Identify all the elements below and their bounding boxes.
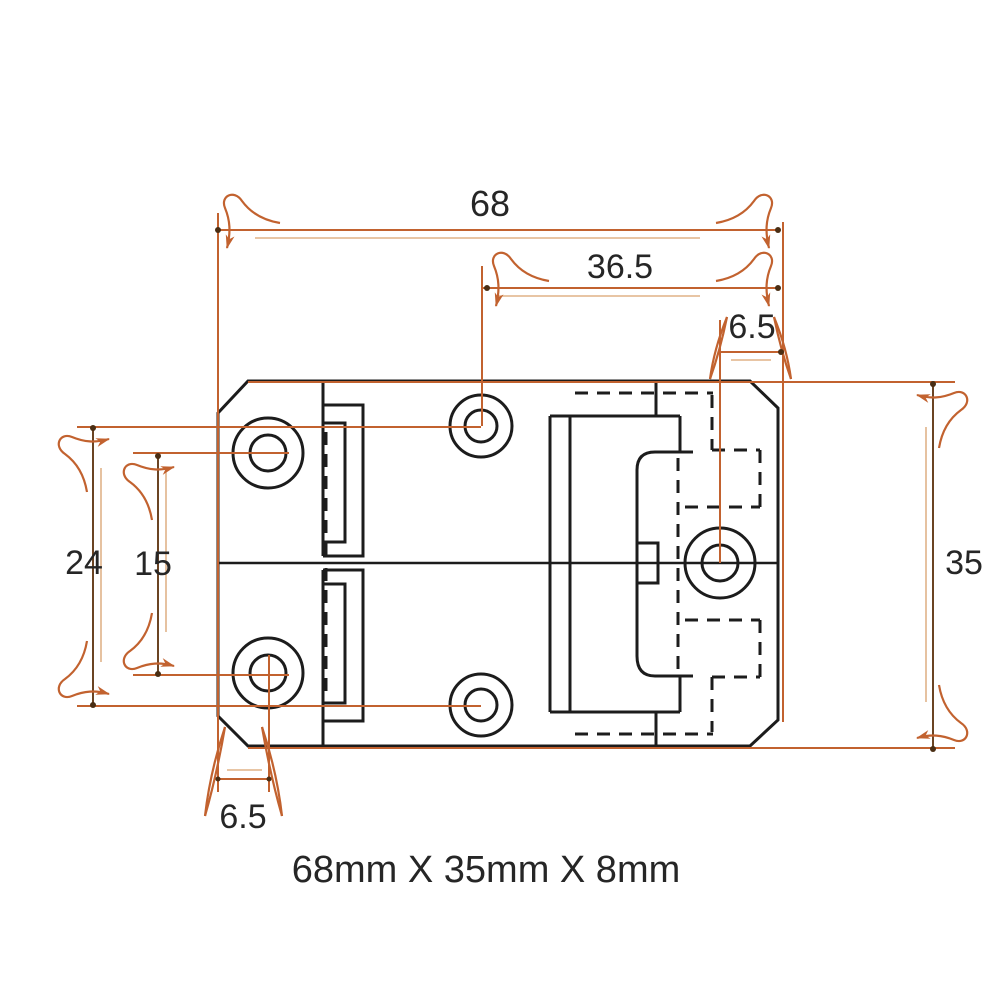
pivot-bracket	[635, 450, 693, 678]
dimension-15	[122, 453, 175, 677]
dimension-labels: 68 36.5 6.5 24 15 35 6.5 68mm X 35mm X 8…	[65, 183, 983, 891]
hinge-body	[216, 379, 780, 748]
loop-arrow	[122, 462, 175, 521]
dimension-label-36-5: 36.5	[587, 248, 653, 286]
loop-arrow	[57, 640, 110, 699]
loop-arrow	[715, 251, 774, 307]
dimension-6-5-bottom	[203, 726, 284, 817]
dimension-label-6-5-top: 6.5	[728, 308, 775, 346]
left-knuckle-top	[321, 381, 365, 558]
size-caption: 68mm X 35mm X 8mm	[292, 849, 681, 891]
loop-arrow	[916, 684, 969, 743]
extension-lines	[77, 213, 955, 792]
loop-arrow	[715, 193, 774, 249]
dimension-label-35: 35	[945, 544, 983, 582]
right-leaf-edges	[548, 381, 682, 746]
hidden-lines-top	[575, 391, 762, 509]
loop-arrow	[491, 251, 550, 307]
left-knuckle-bottom	[321, 568, 365, 746]
dimension-36-5	[482, 251, 781, 307]
dimension-label-6-5-bottom: 6.5	[219, 798, 266, 836]
loop-arrow	[122, 612, 175, 671]
loop-arrow	[57, 434, 110, 493]
dimension-6-5-top	[708, 316, 793, 380]
dimension-label-68: 68	[470, 183, 510, 224]
dimension-label-24: 24	[65, 544, 103, 582]
hidden-lines-bottom	[575, 618, 762, 736]
loop-arrow	[222, 193, 281, 249]
dimension-label-15: 15	[134, 545, 172, 583]
loop-arrow	[916, 390, 969, 449]
dimension-24	[57, 425, 110, 708]
dimension-35	[916, 381, 969, 752]
dimension-annotations	[57, 193, 969, 817]
dimension-68	[215, 193, 781, 249]
